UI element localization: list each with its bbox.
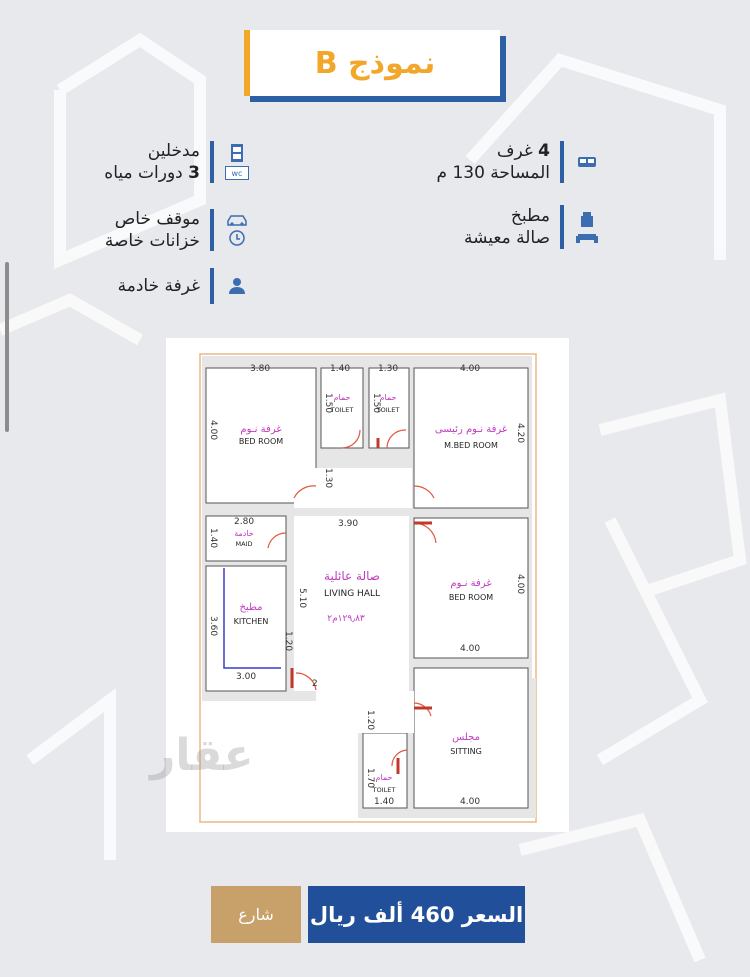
kitchen-text: مطبخ xyxy=(510,206,550,226)
dim-label: 1.40 xyxy=(374,797,394,807)
dim-label: 1.20 xyxy=(365,710,375,730)
price-button[interactable]: السعر 460 ألف ريال xyxy=(308,886,525,943)
feature-divider xyxy=(210,141,214,183)
dim-label: 3.60 xyxy=(208,616,218,636)
feature-divider xyxy=(210,268,214,304)
svg-text:wc: wc xyxy=(232,169,243,178)
room-label-ar: حمام xyxy=(380,393,397,402)
room-label-ar: خادمة xyxy=(234,529,254,538)
dim-label: 1.30 xyxy=(323,468,333,488)
room-label-en: M.BED ROOM xyxy=(444,441,498,450)
wc-count: 3 xyxy=(188,163,200,183)
street-button[interactable]: شارع xyxy=(211,886,301,943)
room-label-en: KITCHEN xyxy=(234,617,269,626)
rooms-label: غرف xyxy=(496,141,533,161)
dim-label: 1.30 xyxy=(378,364,398,374)
dim-label: 1.40 xyxy=(330,364,350,374)
rooms-count: 4 xyxy=(538,141,550,161)
dim-label: 2.80 xyxy=(234,517,254,527)
parking-text: موقف خاص xyxy=(114,209,200,229)
watermark-logo: عقار xyxy=(150,730,254,781)
living-text: صالة معيشة xyxy=(463,228,550,248)
dim-label: 4.00 xyxy=(515,574,525,594)
room-label-ar: صالة عائلية xyxy=(324,569,380,583)
wc-icon: wc xyxy=(225,166,249,180)
feature-parking-tanks: موقف خاص خزانات خاصة xyxy=(105,208,250,252)
room-label-ar: غرفة نـوم xyxy=(450,578,491,589)
model-title-card: نموذج B xyxy=(244,30,500,96)
living-area-label: ١٢٩٫٨٣م٢ xyxy=(327,614,365,624)
dim-label: 4.00 xyxy=(208,420,218,440)
dim-label: 4.00 xyxy=(460,644,480,654)
dim-label: 3.90 xyxy=(338,519,358,529)
room-label-ar: غرفة نـوم رئيسى xyxy=(435,424,507,435)
room-label-en: LIVING HALL xyxy=(324,589,380,599)
room-label-ar: حمام xyxy=(334,393,351,402)
dim-label: 1.50 xyxy=(371,393,381,413)
room-label-en: BED ROOM xyxy=(449,593,493,602)
room-label-en: SITTING xyxy=(450,747,482,756)
room-label-ar: غرفة نـوم xyxy=(240,424,281,435)
room-label-en: TOILET xyxy=(372,786,396,794)
dim-label: 1.50 xyxy=(323,393,333,413)
area-text: المساحة 130 م xyxy=(436,163,551,183)
car-icon xyxy=(227,215,247,226)
room-label-en: TOILET xyxy=(330,406,354,414)
feature-divider xyxy=(560,141,564,183)
dim-label: 5.10 xyxy=(297,588,307,608)
dim-label: 4.00 xyxy=(460,364,480,374)
feature-divider xyxy=(560,205,564,249)
dim-label: 4.20 xyxy=(515,423,525,443)
feature-maid: غرفة خادمة xyxy=(118,268,250,304)
sofa-icon xyxy=(576,234,598,243)
dim-label: 3.80 xyxy=(250,364,270,374)
entrances-text: مدخلين xyxy=(147,141,200,161)
kitchen-icon xyxy=(581,212,593,227)
room-label-en: BED ROOM xyxy=(239,437,283,446)
dim-label: 1.40 xyxy=(208,528,218,548)
feature-kitchen-living: مطبخ صالة معيشة xyxy=(464,205,600,249)
maid-text: غرفة خادمة xyxy=(117,276,200,296)
scrollbar[interactable] xyxy=(5,262,9,432)
room-label-ar: مطبخ xyxy=(239,602,262,613)
dim-label: 4.00 xyxy=(460,797,480,807)
dim-label: 2 xyxy=(312,679,318,689)
person-icon xyxy=(224,277,250,295)
bed-icon xyxy=(574,154,600,170)
room-label-ar: حمام xyxy=(376,773,393,782)
room-label-en: MAID xyxy=(236,540,253,548)
door-icon xyxy=(231,144,243,162)
feature-entrances-wc: wc مدخلين 3 دورات مياه xyxy=(104,140,250,184)
wc-label: دورات مياه xyxy=(104,163,183,183)
dim-label: 1.70 xyxy=(365,768,375,788)
floor-plan-drawing: 3.80 1.40 1.30 4.00 4.00 4.20 1.50 1.50 … xyxy=(199,353,537,823)
floor-plan: 3.80 1.40 1.30 4.00 4.00 4.20 1.50 1.50 … xyxy=(166,338,569,832)
room-label-en: TOILET xyxy=(376,406,400,414)
dim-label: 3.00 xyxy=(236,672,256,682)
model-title: نموذج B xyxy=(314,45,436,81)
dim-label: 1.20 xyxy=(283,631,293,651)
water-tank-icon xyxy=(229,230,245,246)
room-label-ar: مجلس xyxy=(452,732,480,743)
feature-divider xyxy=(210,209,214,251)
tanks-text: خزانات خاصة xyxy=(104,231,200,251)
feature-rooms-area: 4 غرف المساحة 130 م xyxy=(437,140,601,184)
